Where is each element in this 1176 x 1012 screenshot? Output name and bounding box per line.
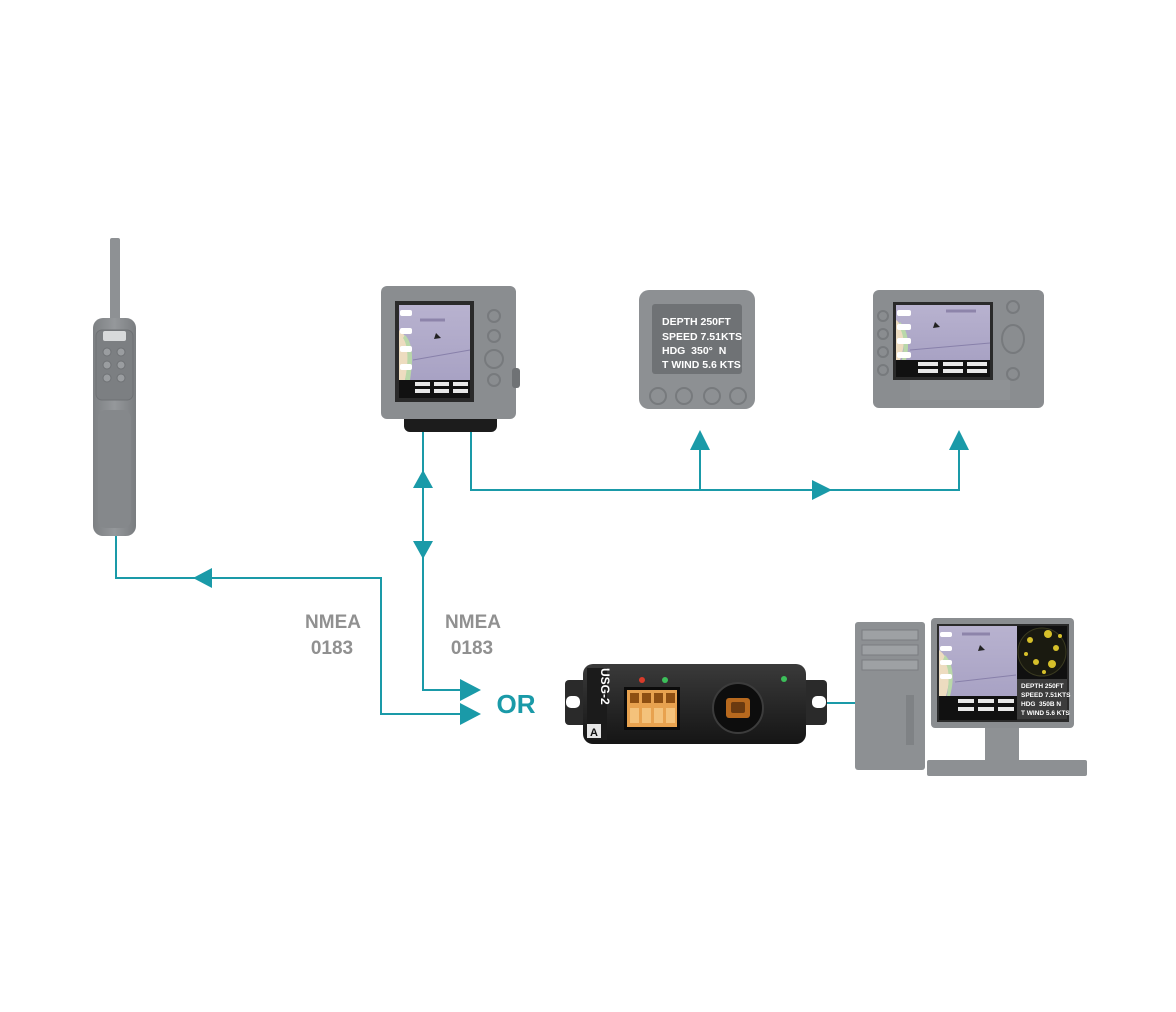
chart-plotter-left [381,286,520,432]
monitor-line-4: T WIND 5.6 KTS [1021,710,1070,717]
connector-lines [115,432,960,715]
arrow-left-icon [193,568,212,588]
led-green-icon [662,677,668,683]
arrow-right-icon [460,703,481,725]
handheld-radio [93,238,136,536]
monitor-line-3: HDG 350B N [1021,701,1061,708]
nmea-label-left-line2: 0183 [311,638,353,659]
desktop-pc: DEPTH 250FT SPEED 7.51KTS HDG 350B N T W… [855,618,1087,776]
instrument-display: DEPTH 250FT SPEED 7.51KTS HDG 350° N T W… [639,290,755,409]
plotter-link-line [422,432,470,691]
instrument-line-2: SPEED 7.51KTS [662,331,742,343]
led-red-icon [639,677,645,683]
arrow-right-icon [460,679,481,701]
instrument-line-1: DEPTH 250FT [662,316,731,328]
led-green-icon [781,676,787,682]
usg2-badge: A [590,727,598,739]
nmea-label-left-line1: NMEA [305,612,361,633]
instrument-line-3: HDG 350° N [662,345,726,357]
arrow-down-icon [413,541,433,559]
instrument-line-4: T WIND 5.6 KTS [662,359,741,371]
arrow-up-icon [949,430,969,450]
arrow-right-icon [812,480,832,500]
nmea-label-right-line1: NMEA [445,612,501,633]
chart-plotter-right [873,290,1044,408]
output-bus-line [470,432,960,491]
or-label: OR [497,689,536,719]
arrowheads [193,430,969,725]
arrow-up-icon [690,430,710,450]
usg2-model-label: USG-2 [598,668,612,705]
handheld-link-line [115,534,470,715]
monitor-line-1: DEPTH 250FT [1021,683,1064,690]
nmea-label-right-line2: 0183 [451,638,493,659]
arrow-up-icon [413,470,433,488]
monitor-line-2: SPEED 7.51KTS [1021,692,1071,699]
usg2-gateway: USG-2 A [565,664,827,744]
